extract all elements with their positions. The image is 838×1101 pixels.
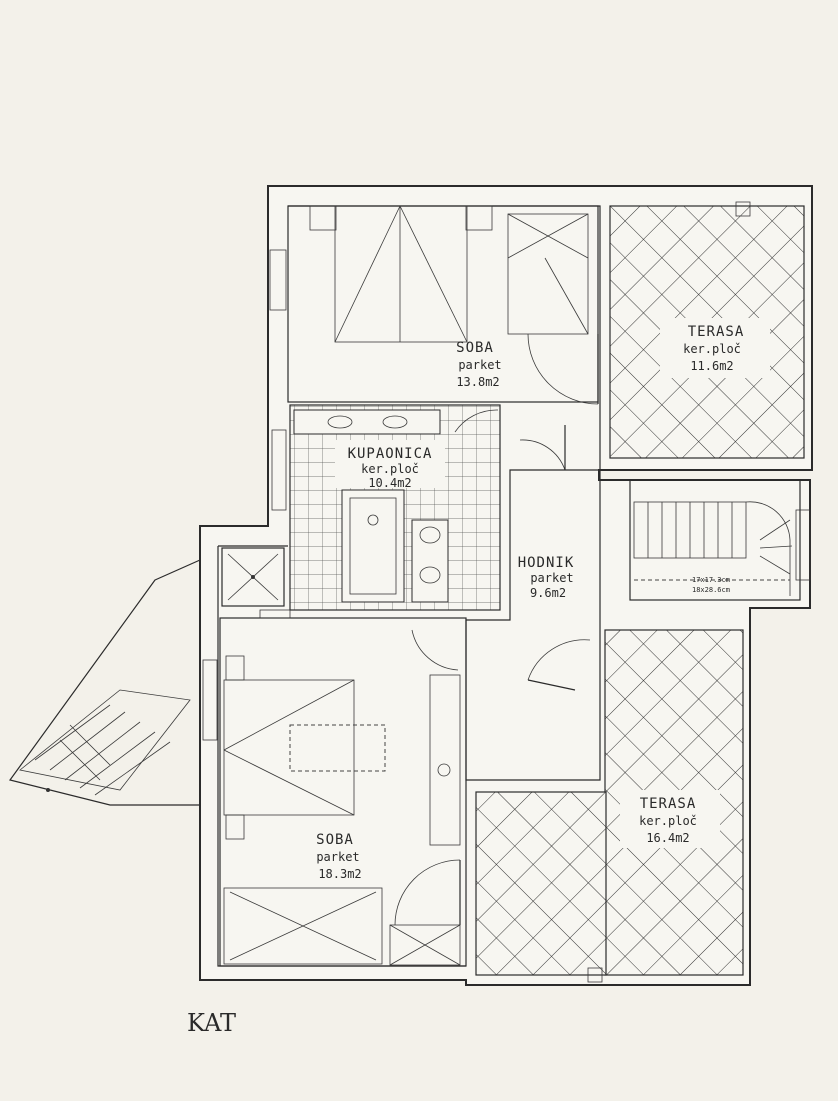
exterior-staircase <box>8 559 201 806</box>
terasa-top-area: 11.6m2 <box>690 359 733 373</box>
soba-top-floor: parket <box>458 358 501 372</box>
terasa-bottom-name: TERASA <box>640 796 697 812</box>
terasa-top-floor: ker.ploč <box>683 342 741 356</box>
hodnik-floor: parket <box>530 571 573 585</box>
stair-note-2: 18x28.6cm <box>692 586 730 594</box>
kupaonica-name: KUPAONICA <box>348 446 433 462</box>
terasa-top-name: TERASA <box>688 324 745 340</box>
room-kupaonica: KUPAONICA ker.ploč 10.4m2 <box>289 404 501 611</box>
room-terasa-top: TERASA ker.ploč 11.6m2 <box>609 201 805 459</box>
internal-staircase: 17x17.3cm 18x28.6cm <box>629 479 801 601</box>
room-soba-top: SOBA parket 13.8m2 <box>287 205 599 405</box>
terasa-bottom-floor: ker.ploč <box>639 814 697 828</box>
hodnik-name: HODNIK <box>518 555 575 571</box>
hodnik-area: 9.6m2 <box>530 586 566 600</box>
kupaonica-floor: ker.ploč <box>361 462 419 476</box>
soba-bottom-name: SOBA <box>316 832 354 848</box>
stair-note-1: 17x17.3cm <box>692 576 730 584</box>
soba-top-area: 13.8m2 <box>456 375 499 389</box>
soba-bottom-floor: parket <box>316 850 359 864</box>
soba-bottom-area: 18.3m2 <box>318 867 361 881</box>
terasa-bottom-area: 16.4m2 <box>646 831 689 845</box>
plan-title: KAT <box>187 1009 236 1037</box>
windows <box>202 249 811 741</box>
kupaonica-area: 10.4m2 <box>368 476 411 490</box>
room-terasa-bottom: TERASA ker.ploč 16.4m2 <box>475 629 744 983</box>
shower <box>221 547 285 607</box>
room-soba-bottom: SOBA parket 18.3m2 <box>219 617 467 967</box>
soba-top-name: SOBA <box>456 340 494 356</box>
